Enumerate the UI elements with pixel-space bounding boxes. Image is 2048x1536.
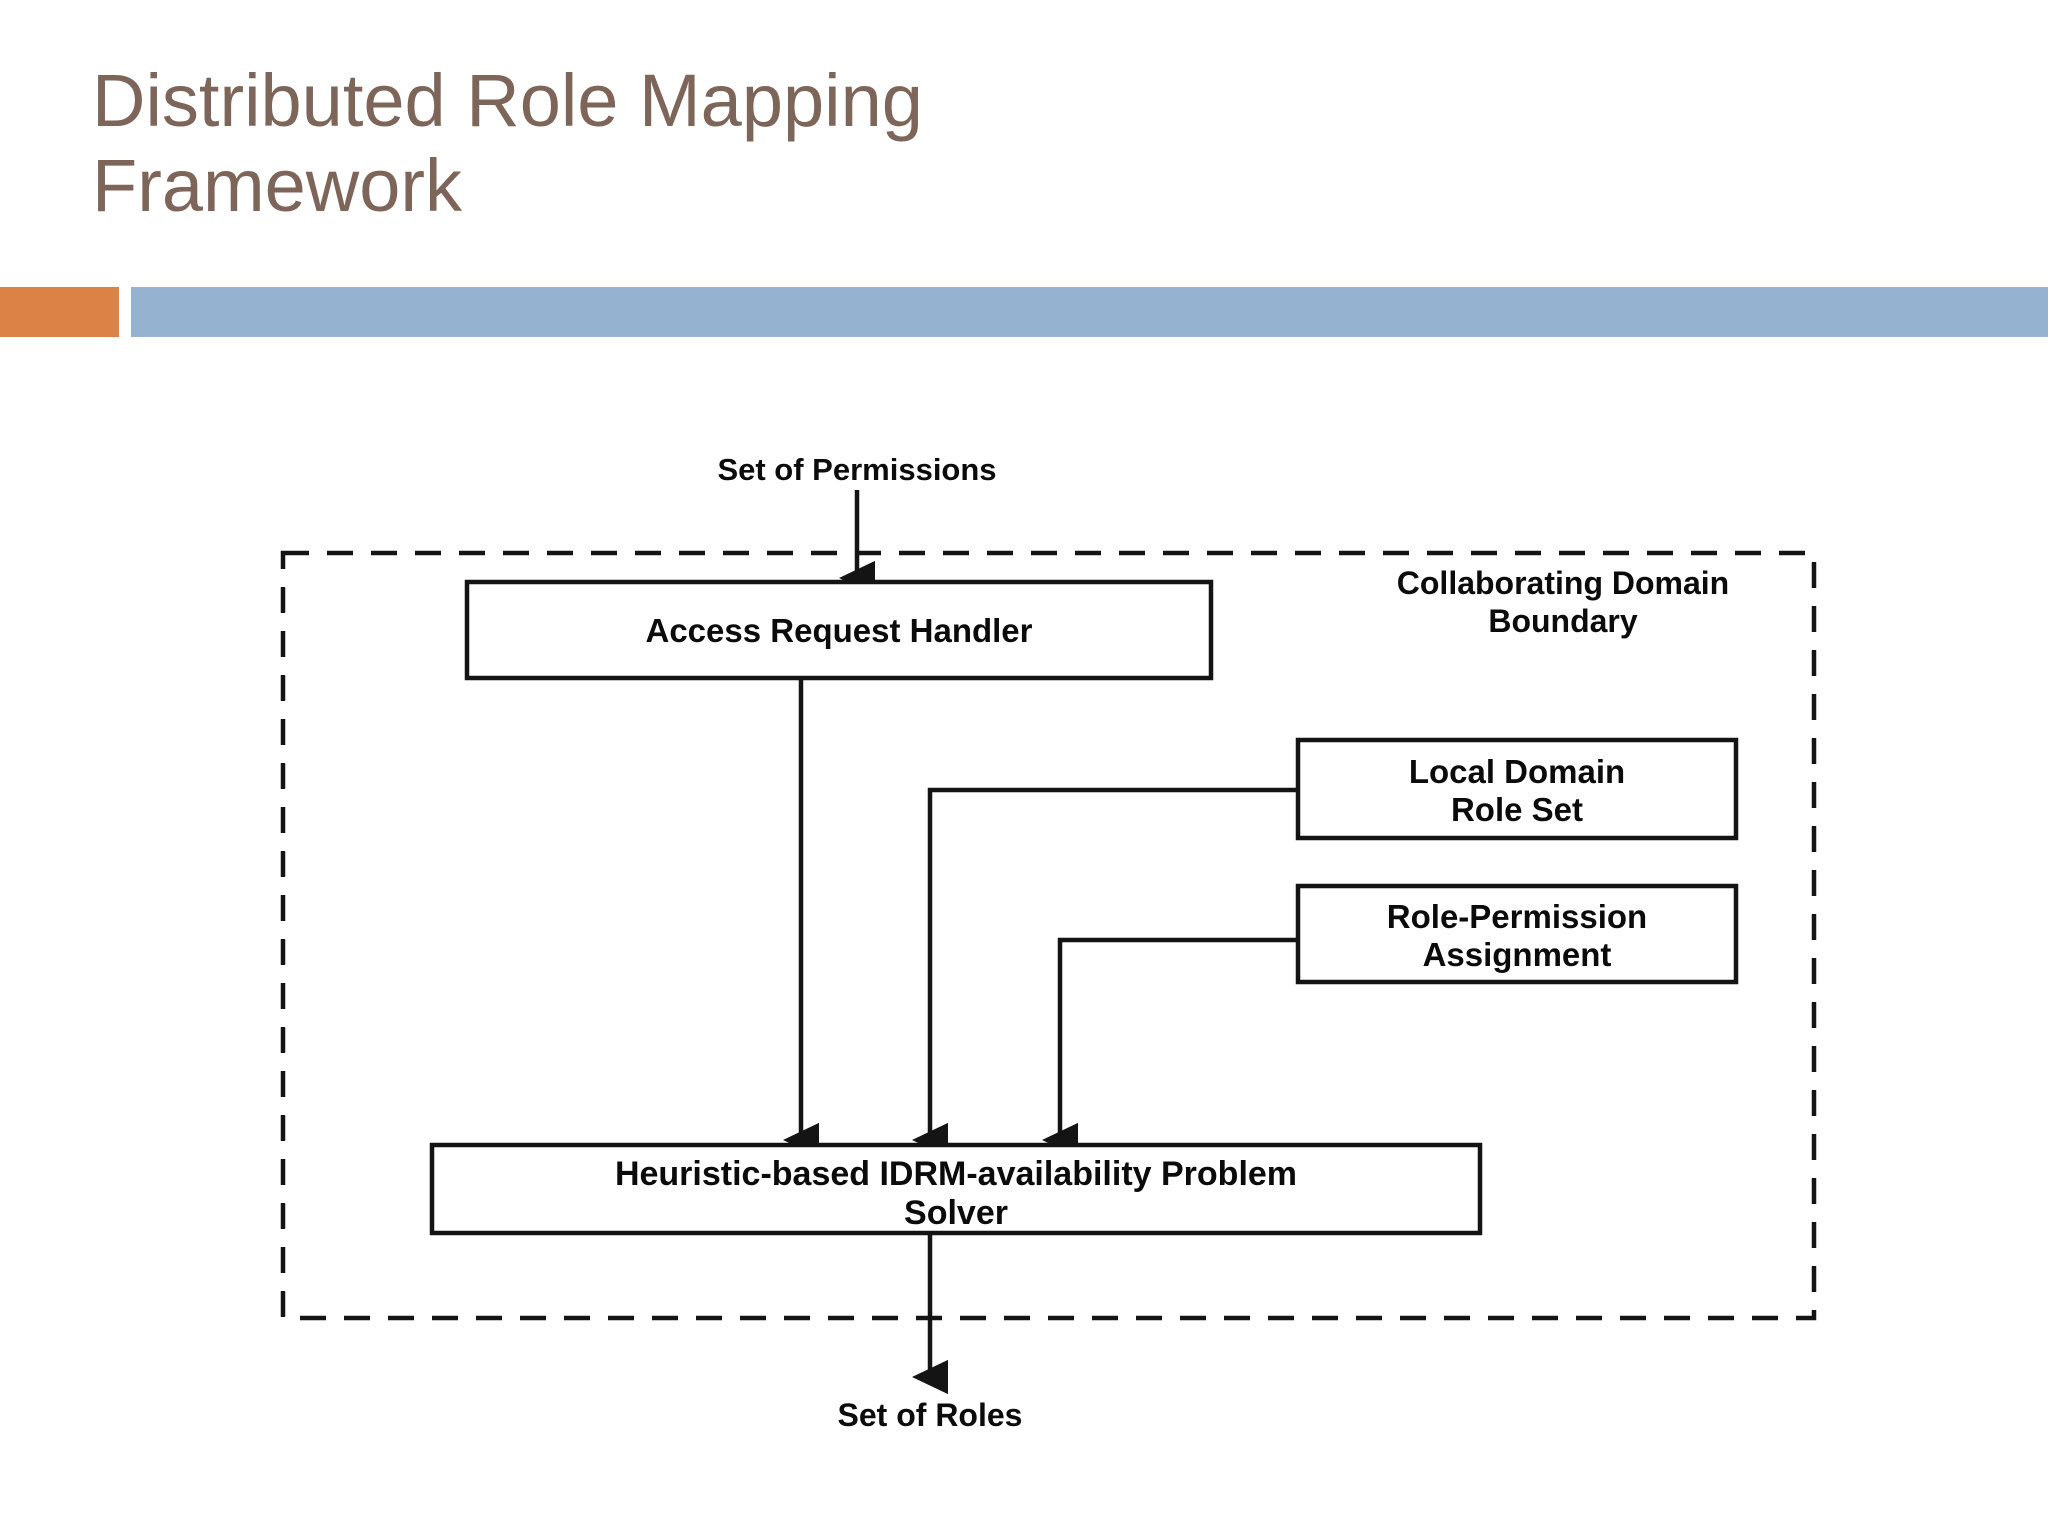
- connector-assignment-to-solver: [1042, 937, 1298, 1158]
- output-label-set-of-roles: Set of Roles: [838, 1397, 1023, 1433]
- box-role-permission-assignment-label-line2: Assignment: [1423, 936, 1612, 973]
- page-title: Distributed Role Mapping Framework: [92, 59, 923, 228]
- accent-bar-blue: [131, 287, 2048, 337]
- box-role-permission-assignment-label-line1: Role-Permission: [1387, 898, 1647, 935]
- input-label-set-of-permissions: Set of Permissions: [717, 452, 996, 487]
- accent-bar-orange: [0, 287, 119, 337]
- box-role-permission-assignment: [1295, 883, 1739, 985]
- box-local-domain-role-set: [1295, 737, 1739, 841]
- box-access-request-handler-label: Access Request Handler: [646, 612, 1033, 649]
- boundary-label-line1: Collaborating Domain: [1397, 565, 1729, 601]
- box-idrm-solver: [429, 1142, 1483, 1236]
- box-idrm-solver-label-line1: Heuristic-based IDRM-availability Proble…: [615, 1155, 1297, 1193]
- boundary-label-line2: Boundary: [1488, 603, 1638, 639]
- box-idrm-solver-label-line2: Solver: [904, 1194, 1008, 1232]
- collaborating-domain-boundary: [280, 550, 1817, 1321]
- connector-role-set-to-solver: [912, 787, 1298, 1158]
- box-access-request-handler: [464, 579, 1214, 681]
- box-local-domain-role-set-label-line2: Role Set: [1451, 791, 1583, 828]
- box-local-domain-role-set-label-line1: Local Domain: [1409, 753, 1625, 790]
